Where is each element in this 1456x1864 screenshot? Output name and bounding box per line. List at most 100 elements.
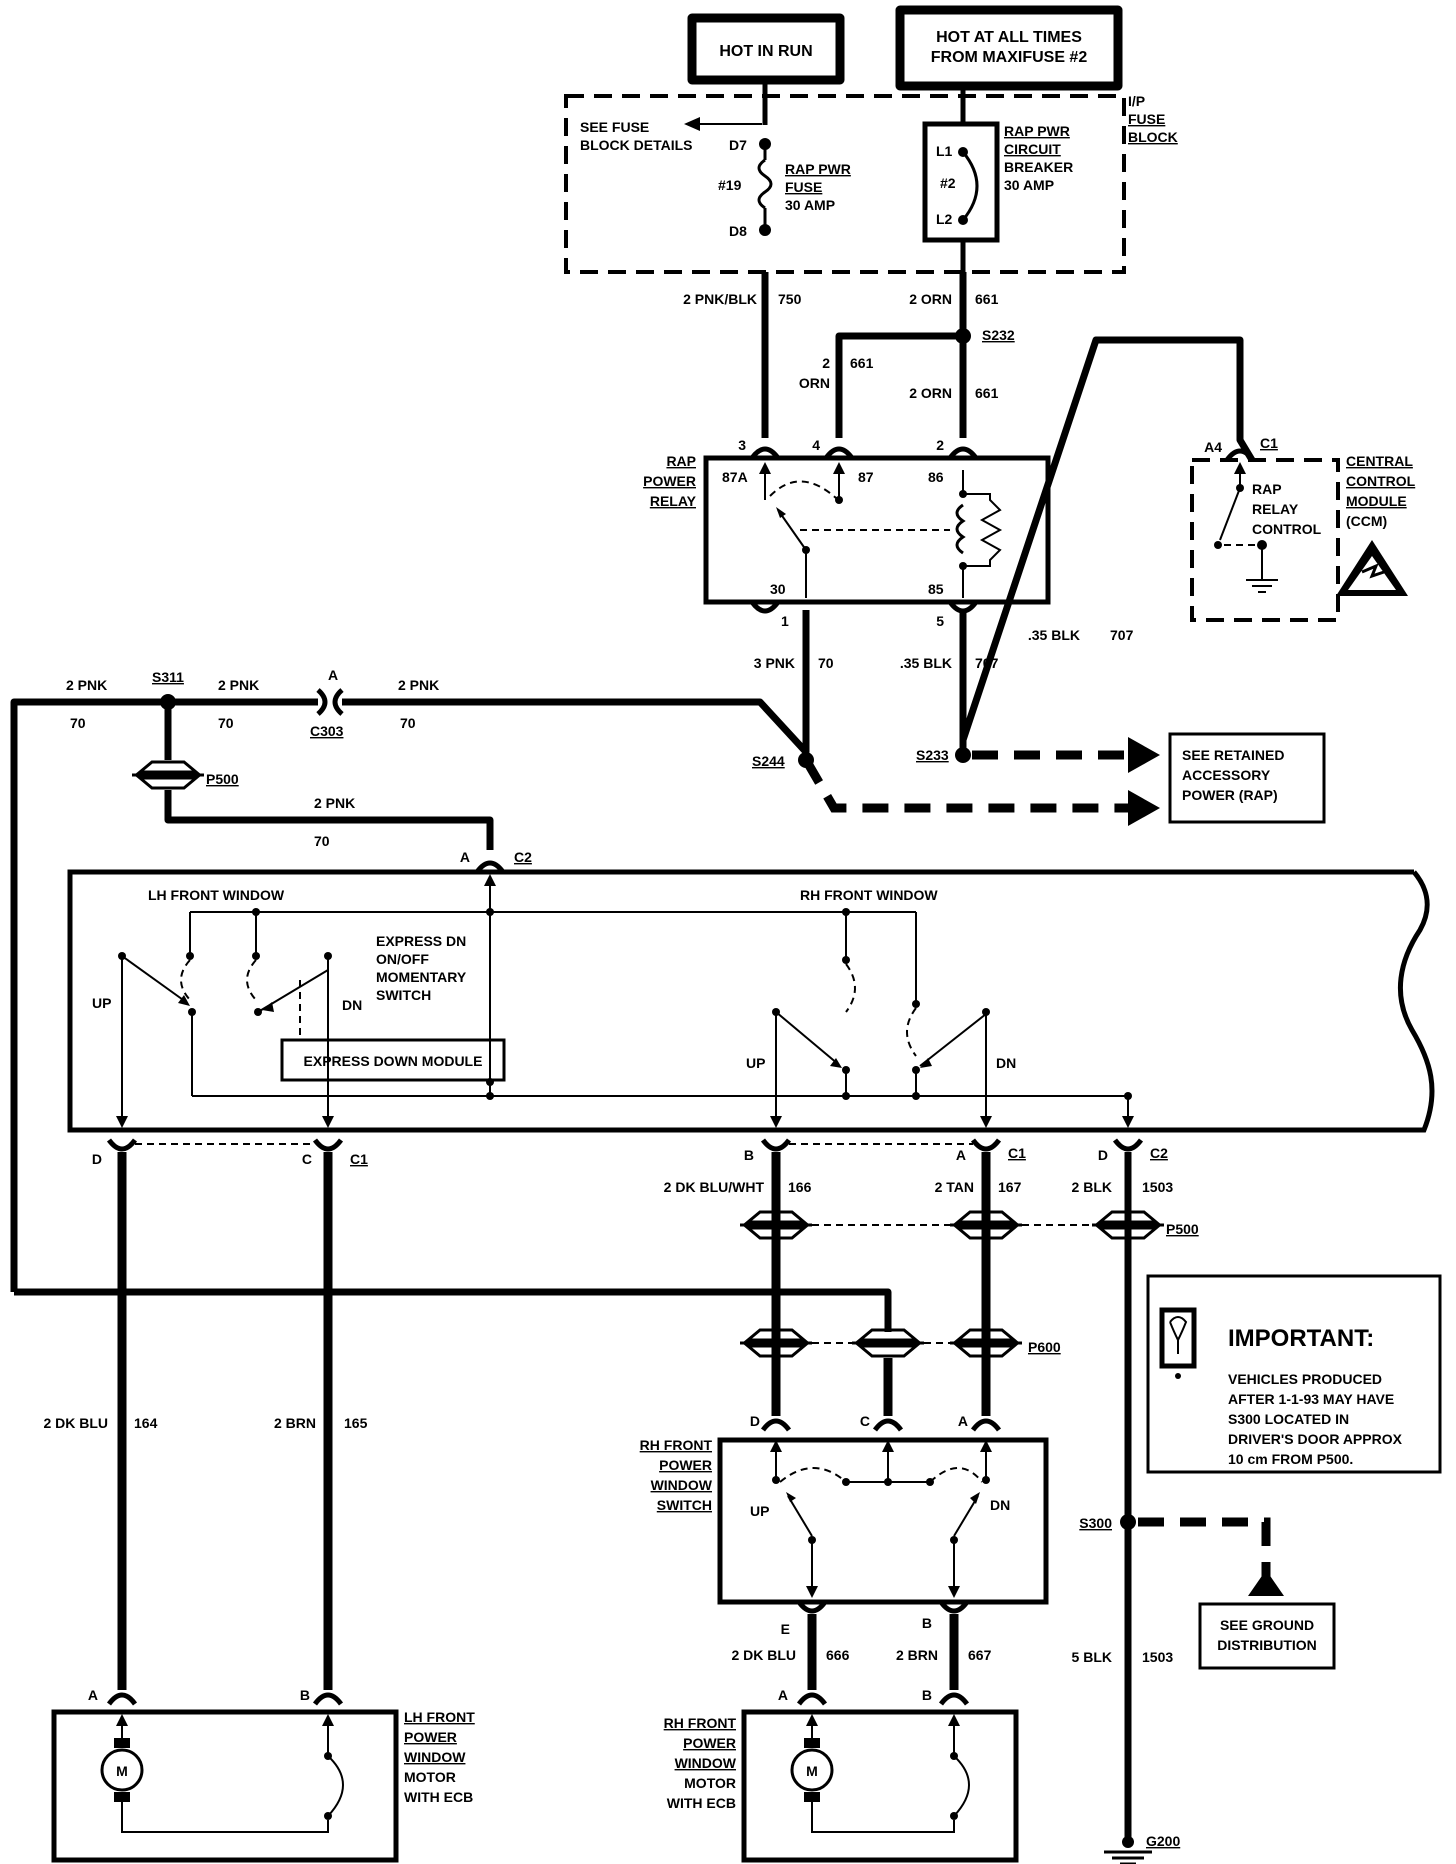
wire-667-color: 2 BRN xyxy=(896,1647,938,1663)
wire-165-number: 165 xyxy=(344,1415,368,1431)
rh-motor-name-5: WITH ECB xyxy=(667,1795,736,1811)
express-label-1: EXPRESS DN xyxy=(376,933,466,949)
p500-connector xyxy=(740,1210,1164,1240)
relay-name-1: RAP xyxy=(666,453,696,469)
relay-name-3: RELAY xyxy=(650,493,697,509)
p600-label: P600 xyxy=(1028,1339,1061,1355)
ccm-name-2: CONTROL xyxy=(1346,473,1416,489)
rap-ref-line1: SEE RETAINED xyxy=(1182,747,1284,763)
rh-sw-name-3: WINDOW xyxy=(651,1477,713,1493)
lh-top-pin-a: A xyxy=(460,849,470,865)
rh-sw-up: UP xyxy=(750,1503,769,1519)
wire-750-number: 750 xyxy=(778,291,802,307)
wire-661c-color: 2 ORN xyxy=(909,385,952,401)
wire-661b-number: 661 xyxy=(850,355,874,371)
ground-g200: G200 xyxy=(1146,1833,1180,1849)
ground-splice: S300 SEE GROUND DISTRIBUTION 5 BLK 1503 … xyxy=(1072,1514,1336,1864)
hot-at-all-times-line1: HOT AT ALL TIMES xyxy=(936,29,1082,46)
ccm-name-4: (CCM) xyxy=(1346,513,1387,529)
relay-term-86: 86 xyxy=(928,469,944,485)
lh-motor-pin-a: A xyxy=(88,1687,98,1703)
important-line5: 10 cm FROM P500. xyxy=(1228,1451,1353,1467)
wire-750-color: 2 PNK/BLK xyxy=(683,291,757,307)
rap-splices: S244 S233 SEE RETAINED ACCESSORY POWER (… xyxy=(10,698,1326,1292)
cb-label-1: RAP PWR xyxy=(1004,123,1070,139)
lh-front-power-window-motor: A B LH FRONT POWER WINDOW MOTOR WITH ECB… xyxy=(51,1687,475,1863)
rh-up-label: UP xyxy=(746,1055,765,1071)
wire-1503-color: 2 BLK xyxy=(1072,1179,1112,1195)
splice-s232: S232 xyxy=(982,327,1015,343)
rh-sw-dn: DN xyxy=(990,1497,1010,1513)
relay-term-85: 85 xyxy=(928,581,944,597)
pnk1-color: 2 PNK xyxy=(66,677,107,693)
wire-661c-number: 661 xyxy=(975,385,999,401)
rh-sw-name-2: POWER xyxy=(659,1457,712,1473)
fuse-number: #19 xyxy=(718,177,742,193)
lh-pin-d: D xyxy=(92,1151,102,1167)
pnk3-number: 70 xyxy=(400,715,416,731)
motor-icon xyxy=(790,1748,834,1792)
rh-motor-name-3: WINDOW xyxy=(675,1755,737,1771)
wire-666-number: 666 xyxy=(826,1647,850,1663)
wire-167-color: 2 TAN xyxy=(935,1179,974,1195)
ccm-ctrl-2: RELAY xyxy=(1252,501,1299,517)
lh-motor-pin-b: B xyxy=(300,1687,310,1703)
fuse-label-1: RAP PWR xyxy=(785,161,851,177)
lh-conn-c1: C1 xyxy=(350,1151,368,1167)
lh-pin-a: A xyxy=(956,1147,966,1163)
lh-pin-b: B xyxy=(744,1147,754,1163)
relay-pin-5: 5 xyxy=(936,613,944,629)
c303-pin-a: A xyxy=(328,667,338,683)
lh-motor-m: M xyxy=(116,1763,128,1779)
wire-164-color: 2 DK BLU xyxy=(43,1415,108,1431)
central-control-module: A4 C1 RAP RELAY CONTROL CENTRAL CONTROL … xyxy=(959,336,1416,742)
p600-connector xyxy=(740,1328,1022,1358)
ccm-conn-c1: C1 xyxy=(1260,435,1278,451)
rap-power-relay: 3 4 2 RAP POWER RELAY 87A 87 86 30 85 1 xyxy=(643,437,1051,629)
wire-661b-color: ORN xyxy=(799,375,830,391)
relay-name-2: POWER xyxy=(643,473,696,489)
express-down-module: EXPRESS DOWN MODULE xyxy=(304,1053,483,1069)
rap-ref-line3: POWER (RAP) xyxy=(1182,787,1278,803)
lower-wires: 2 DK BLU 164 2 BRN 165 2 DK BLU/WHT 166 … xyxy=(14,1152,1199,1842)
relay-pin-3: 3 xyxy=(738,437,746,453)
wire-166-number: 166 xyxy=(788,1179,812,1195)
cb-label-4: 30 AMP xyxy=(1004,177,1054,193)
rap-ref-line2: ACCESSORY xyxy=(1182,767,1271,783)
lh-motor-name-2: POWER xyxy=(404,1729,457,1745)
lh-window-title: LH FRONT WINDOW xyxy=(148,887,285,903)
wire-707-number: 707 xyxy=(975,655,999,671)
wire-667-number: 667 xyxy=(968,1647,992,1663)
wire-164-number: 164 xyxy=(134,1415,158,1431)
rh-sw-pin-c: C xyxy=(860,1413,870,1429)
lh-motor-name-3: WINDOW xyxy=(404,1749,466,1765)
ground-ref-line1: SEE GROUND xyxy=(1220,1617,1314,1633)
lh-dn-label: DN xyxy=(342,997,362,1013)
lh-top-conn-c2: C2 xyxy=(514,849,532,865)
connector-c303: C303 xyxy=(310,723,344,739)
lh-front-window-switch-module: A C2 LH FRONT WINDOW RH FRONT WINDOW UP … xyxy=(67,849,1435,1167)
rh-sw-name-4: SWITCH xyxy=(657,1497,712,1513)
wire-70-number: 70 xyxy=(818,655,834,671)
rh-motor-pin-a: A xyxy=(778,1687,788,1703)
rh-motor-m: M xyxy=(806,1763,818,1779)
rh-sw-pin-a: A xyxy=(958,1413,968,1429)
rh-sw-pin-b: B xyxy=(922,1615,932,1631)
relay-pin-2: 2 xyxy=(936,437,944,453)
rh-sw-pin-d: D xyxy=(750,1413,760,1429)
important-line4: DRIVER'S DOOR APPROX xyxy=(1228,1431,1403,1447)
wire-167-number: 167 xyxy=(998,1179,1022,1195)
splice-s233: S233 xyxy=(916,747,949,763)
hot-at-all-times-box: HOT AT ALL TIMES FROM MAXIFUSE #2 xyxy=(895,5,1123,91)
wire-707b-number: 707 xyxy=(1110,627,1134,643)
cb-pin-l1: L1 xyxy=(936,143,953,159)
pnk3-color: 2 PNK xyxy=(398,677,439,693)
lh-motor-name-1: LH FRONT xyxy=(404,1709,475,1725)
ground-ref-line2: DISTRIBUTION xyxy=(1217,1637,1317,1653)
important-line2: AFTER 1-1-93 MAY HAVE xyxy=(1228,1391,1394,1407)
wire-1503b-number: 1503 xyxy=(1142,1649,1173,1665)
hot-at-all-times-line2: FROM MAXIFUSE #2 xyxy=(931,49,1088,66)
pnk4-number: 70 xyxy=(314,833,330,849)
cb-pin-l2: L2 xyxy=(936,211,953,227)
fuse-block-label-2: FUSE xyxy=(1128,111,1165,127)
